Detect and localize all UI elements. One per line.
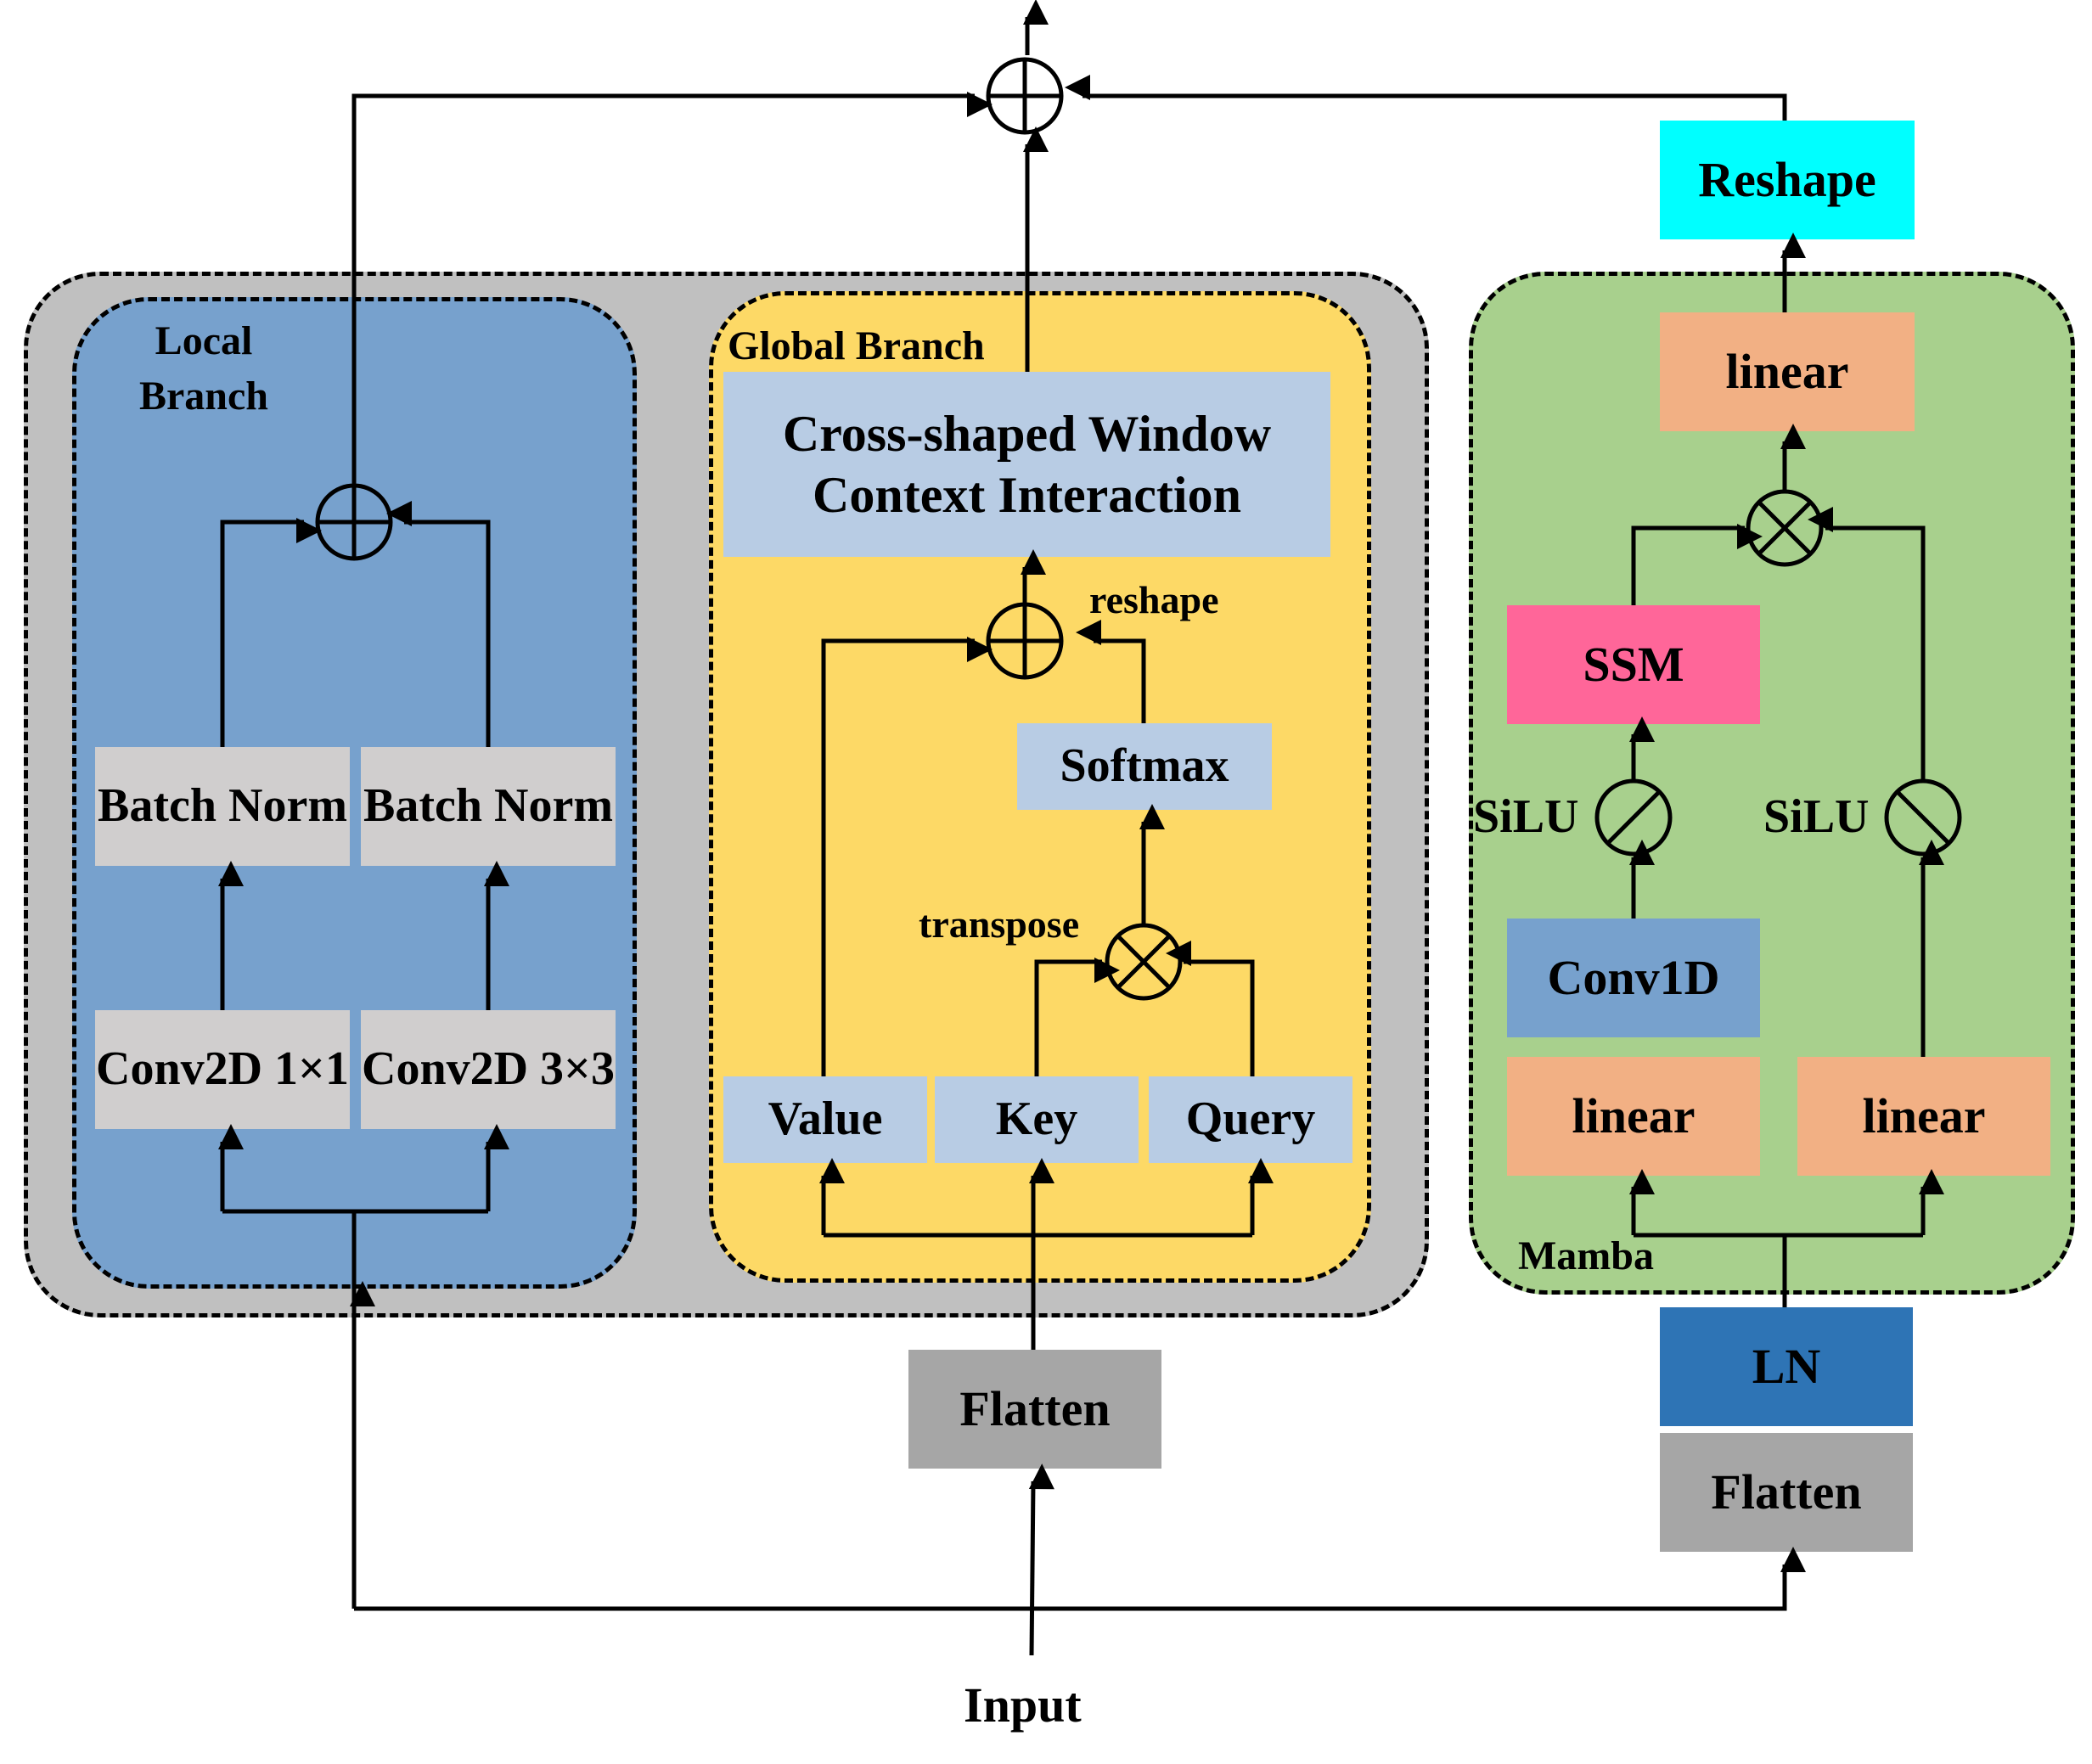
value-box: Value (723, 1076, 927, 1163)
silu-right-label: SiLU (1763, 789, 1870, 844)
global-branch-title-text: Global Branch (728, 323, 985, 368)
reshape-box: Reshape (1660, 121, 1915, 239)
transpose-text: transpose (919, 902, 1080, 946)
cross-window-box: Cross-shaped Window Context Interaction (723, 372, 1330, 557)
conv2d-3x3-label: Conv2D 3×3 (362, 1042, 615, 1096)
linear-top-label: linear (1725, 344, 1849, 400)
linear-left-label: linear (1572, 1088, 1696, 1144)
cross-window-label: Cross-shaped Window Context Interaction (782, 406, 1272, 523)
circle-slash-icon (1884, 778, 1962, 857)
conv1d-label: Conv1D (1547, 950, 1720, 1006)
circle-plus-icon (986, 57, 1064, 135)
flatten-center-label: Flatten (959, 1381, 1111, 1437)
softmax-label: Softmax (1060, 739, 1229, 793)
key-label: Key (995, 1093, 1078, 1146)
batch-norm-left-label: Batch Norm (98, 779, 347, 833)
ln-label: LN (1752, 1339, 1821, 1395)
reshape-small-text: reshape (1089, 578, 1219, 621)
linear-top-box: linear (1660, 312, 1915, 431)
input-text: Input (964, 1677, 1082, 1733)
silu-left-label: SiLU (1473, 789, 1579, 844)
ln-box: LN (1660, 1307, 1913, 1426)
key-box: Key (935, 1076, 1139, 1163)
ssm-label: SSM (1583, 637, 1684, 693)
reshape-small-label: reshape (1089, 577, 1219, 622)
transpose-label: transpose (919, 902, 1079, 947)
global-branch-title: Global Branch (728, 323, 985, 369)
reshape-label: Reshape (1698, 152, 1876, 208)
local-branch-title-text: Local Branch (138, 318, 268, 419)
batch-norm-left-box: Batch Norm (95, 747, 350, 866)
query-box: Query (1149, 1076, 1352, 1163)
value-label: Value (768, 1093, 883, 1146)
linear-right-label: linear (1862, 1088, 1986, 1144)
conv1d-box: Conv1D (1507, 919, 1760, 1037)
circle-plus-icon (315, 483, 393, 561)
ssm-box: SSM (1507, 605, 1760, 724)
circle-times-icon (1105, 923, 1183, 1001)
softmax-box: Softmax (1017, 723, 1272, 810)
flatten-right-label: Flatten (1711, 1464, 1862, 1520)
conv2d-1x1-label: Conv2D 1×1 (96, 1042, 349, 1096)
circle-slash-icon (1594, 778, 1673, 857)
batch-norm-right-label: Batch Norm (363, 779, 613, 833)
batch-norm-right-box: Batch Norm (361, 747, 616, 866)
local-branch-title: Local Branch (119, 314, 289, 424)
conv2d-3x3-box: Conv2D 3×3 (361, 1010, 616, 1129)
query-label: Query (1185, 1093, 1316, 1146)
silu-right-text: SiLU (1763, 790, 1870, 843)
linear-left-box: linear (1507, 1057, 1760, 1176)
input-label: Input (964, 1677, 1082, 1733)
flatten-right-box: Flatten (1660, 1433, 1913, 1552)
conv2d-1x1-box: Conv2D 1×1 (95, 1010, 350, 1129)
silu-left-text: SiLU (1473, 790, 1579, 843)
linear-right-box: linear (1797, 1057, 2050, 1176)
circle-times-icon (1746, 489, 1824, 567)
flatten-center-box: Flatten (908, 1350, 1161, 1469)
mamba-title-text: Mamba (1518, 1233, 1654, 1278)
circle-plus-icon (986, 602, 1064, 680)
mamba-title: Mamba (1518, 1233, 1654, 1279)
